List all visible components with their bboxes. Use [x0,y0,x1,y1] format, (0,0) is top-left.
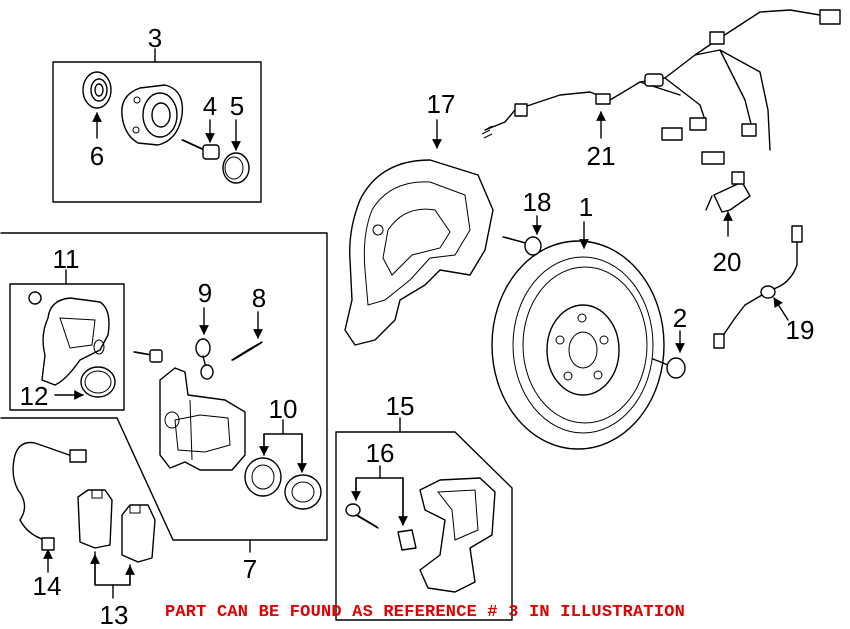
part-abs-speed-sensor [705,171,751,213]
callout-10: 10 [269,394,298,424]
callout-21: 21 [587,141,616,171]
callout-1: 1 [579,192,593,222]
part-caliper-carrier-body [159,367,246,471]
part-wiring-harness [481,9,841,165]
part-brake-hose [713,225,803,349]
part-splash-shield [344,159,494,346]
part-brake-pad-outer [121,504,156,563]
callout-4: 4 [203,91,217,121]
callout-17: 17 [427,89,456,119]
callout-15: 15 [386,391,415,421]
group-box-hub [52,48,262,203]
callout-18: 18 [523,187,552,217]
part-dust-cap [222,152,250,184]
part-hub-bolt [181,139,220,160]
callout-12: 12 [20,381,49,411]
part-caliper-bolt [133,349,163,363]
group-box-carrier [335,417,513,621]
part-caliper-housing [28,291,110,386]
callout-13: 13 [100,600,129,629]
callout-9: 9 [198,278,212,308]
part-bleeder-valve [231,341,263,361]
group-box-caliper [0,232,328,553]
group-box-caliper-housing [9,269,125,411]
callout-2: 2 [673,303,687,333]
callout-3: 3 [148,23,162,53]
callout-7: 7 [243,554,257,584]
callout-5: 5 [230,91,244,121]
part-rotor-bolt [502,236,542,256]
part-wheel-hub [121,84,184,146]
callout-14: 14 [33,571,62,601]
part-piston-seal [244,457,282,497]
callout-11: 11 [53,244,80,274]
part-brake-pad-inner [77,489,113,549]
leader-10 [259,419,307,473]
reference-note: PART CAN BE FOUND AS REFERENCE # 3 IN IL… [164,603,686,622]
callout-20: 20 [713,247,742,277]
part-piston [284,474,322,510]
part-carrier-bolt [345,503,379,529]
part-brake-rotor [491,240,665,450]
callout-6: 6 [90,141,104,171]
part-wheel-bearing-seal [82,71,112,109]
part-guide-pin-boot [397,529,417,551]
leader-16 [351,465,408,526]
part-caliper-carrier [419,477,496,593]
part-rotor-screw [652,357,686,379]
leader-13 [90,551,135,599]
callout-8: 8 [252,283,266,313]
callout-19: 19 [786,315,815,345]
part-caliper-seal-ring [80,366,116,398]
part-guide-bracket [195,338,214,380]
part-wear-sensor [12,441,87,551]
callout-16: 16 [366,438,395,468]
